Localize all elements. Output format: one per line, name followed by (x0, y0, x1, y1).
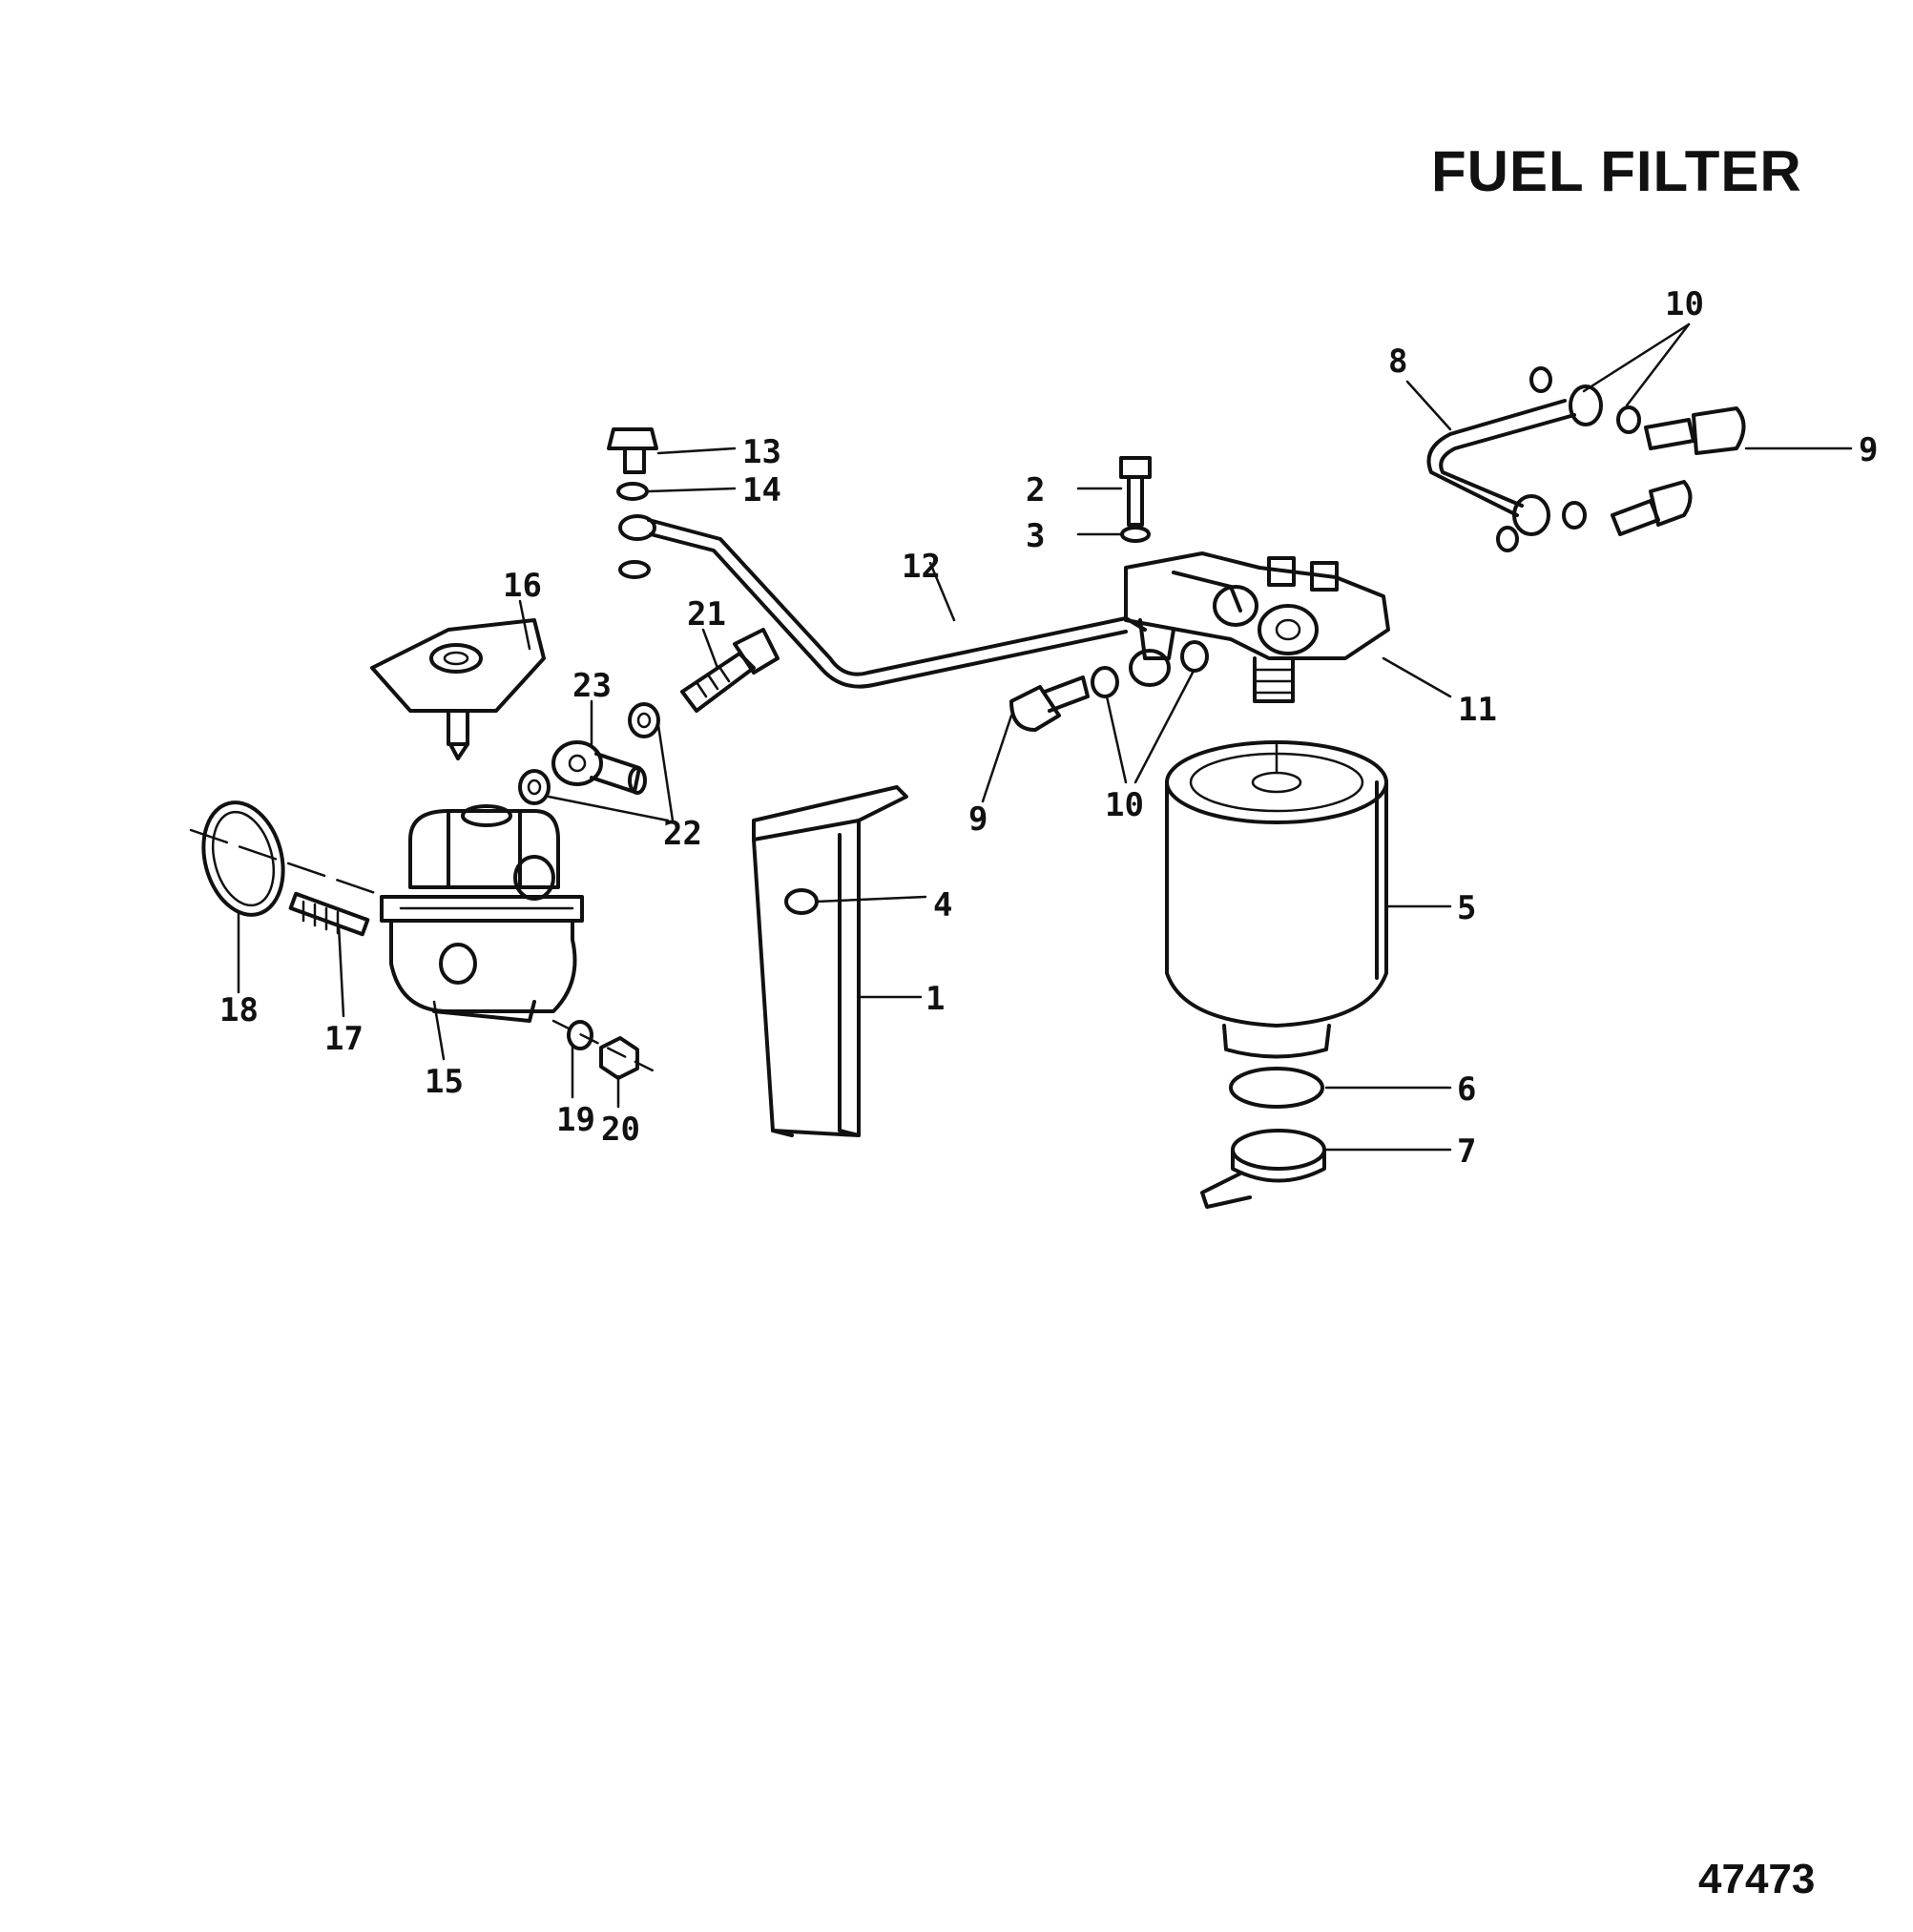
washer-part (1180, 640, 1209, 673)
callout-15: 15 (425, 1063, 464, 1101)
callout-7: 7 (1457, 1132, 1476, 1171)
callout-13: 13 (742, 433, 781, 471)
banjo-bolt-part (680, 628, 780, 713)
callout-10-lower: 10 (1105, 786, 1144, 824)
callout-17: 17 (324, 1020, 364, 1058)
callout-1: 1 (925, 980, 945, 1018)
banjo-bolt-part (1644, 406, 1746, 455)
diaphragm-cover-part (370, 618, 546, 760)
washer-part (1120, 526, 1151, 543)
seal-ring-part (1229, 1067, 1324, 1109)
callout-5: 5 (1457, 889, 1476, 927)
banjo-bolt-part (1611, 480, 1693, 536)
banjo-bolt-part (1009, 675, 1090, 732)
callout-21: 21 (687, 595, 726, 634)
washer-part (567, 1020, 593, 1050)
washer-part (1616, 405, 1641, 434)
washer-part (1496, 526, 1519, 552)
washer-part (1562, 501, 1587, 530)
banjo-fitting-part (551, 740, 647, 795)
alignment-line (189, 828, 388, 899)
bowl-part (1200, 1129, 1326, 1209)
alignment-line (551, 1019, 660, 1075)
washer-part (1529, 366, 1552, 393)
callout-12: 12 (902, 548, 941, 586)
washer-part (628, 702, 660, 738)
callout-20: 20 (601, 1111, 640, 1149)
callout-9-lower: 9 (968, 800, 988, 839)
banjo-eye-part (1129, 649, 1171, 687)
callout-14: 14 (742, 471, 781, 509)
bolt-part (1119, 456, 1152, 527)
callout-6: 6 (1457, 1070, 1476, 1109)
nut-part (599, 1036, 639, 1080)
gasket-ring-part (201, 800, 285, 917)
callout-22: 22 (663, 815, 702, 853)
bolt-part (607, 427, 658, 474)
washer-part (618, 560, 651, 579)
fuel-pump-part (380, 804, 584, 1023)
callout-11: 11 (1458, 691, 1497, 729)
washer-part (518, 769, 551, 805)
callout-2: 2 (1026, 471, 1045, 509)
nut-part (784, 888, 819, 915)
fuel-pipe-part (618, 514, 1147, 689)
callout-19: 19 (556, 1101, 595, 1139)
return-pipe-part (1426, 384, 1603, 536)
callout-3: 3 (1026, 517, 1045, 555)
stud-part (288, 891, 370, 937)
callout-9-upper: 9 (1859, 431, 1878, 469)
callout-10-upper: 10 (1665, 285, 1704, 323)
callout-23: 23 (572, 667, 612, 705)
callout-8: 8 (1388, 343, 1407, 381)
filter-head-part (1124, 551, 1390, 703)
figure-number: 47473 (1698, 1856, 1816, 1902)
bracket-part (752, 785, 908, 1137)
diagram-title: FUEL FILTER (1431, 139, 1802, 203)
washer-part (1091, 666, 1119, 698)
callout-16: 16 (503, 567, 542, 605)
callout-18: 18 (219, 991, 259, 1029)
filter-element-part (1165, 740, 1388, 1059)
washer-part (616, 482, 649, 501)
leader-lines (237, 322, 1853, 1152)
